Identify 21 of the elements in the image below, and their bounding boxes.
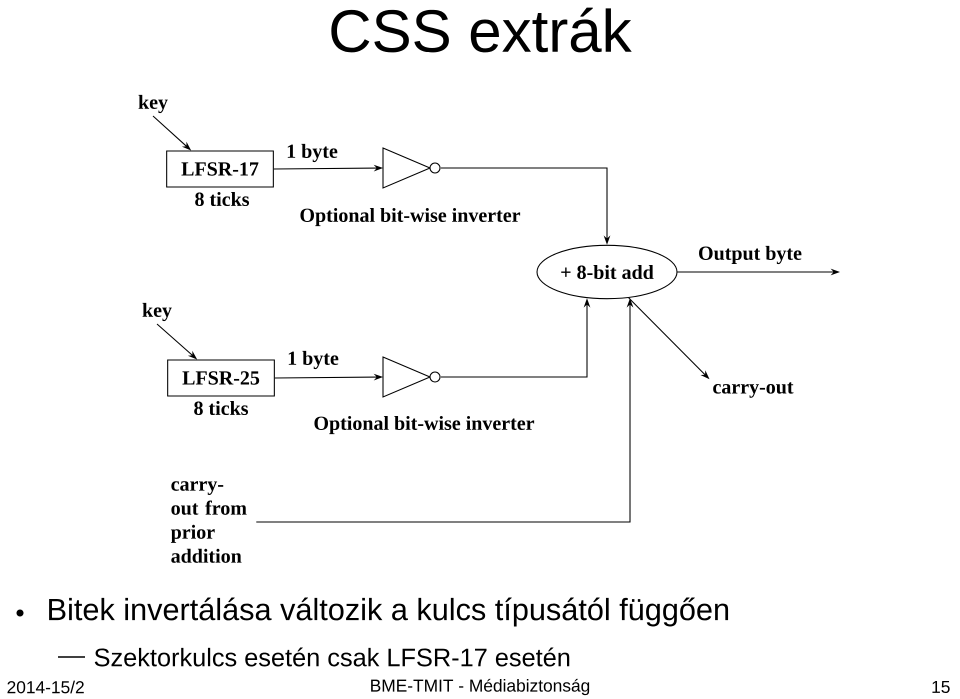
edge-label: Output byte — [696, 244, 804, 266]
title: CSS extrák — [331, 8, 632, 52]
process-box: LFSR-17 — [166, 150, 274, 188]
note: 15 — [932, 680, 950, 694]
inverter-gate — [382, 147, 441, 189]
note: Szektorkulcs esetén csak LFSR-17 esetén — [94, 648, 570, 666]
signal-label: key — [138, 94, 168, 114]
signal-label: key — [142, 302, 172, 322]
note: Bitek invertálása változik a kulcs típusától függően — [49, 598, 728, 626]
note: 2014-15/2 — [8, 680, 84, 694]
node-label: 8 ticks — [195, 192, 250, 206]
signal-label: carry-out from prior addition — [170, 481, 247, 563]
node-label: 8 ticks — [194, 400, 248, 416]
signal-label: carry-out — [713, 382, 794, 398]
node-label: Optional bit-wise inverter — [300, 208, 520, 226]
node-label: Optional bit-wise inverter — [314, 416, 534, 434]
process-box: LFSR-25 — [167, 359, 275, 397]
inverter-gate — [382, 356, 441, 398]
note: BME-TMIT - Médiabiztonság — [371, 678, 590, 696]
edge-label: 1 byte — [286, 350, 340, 370]
edge-label: 1 byte — [284, 142, 340, 164]
